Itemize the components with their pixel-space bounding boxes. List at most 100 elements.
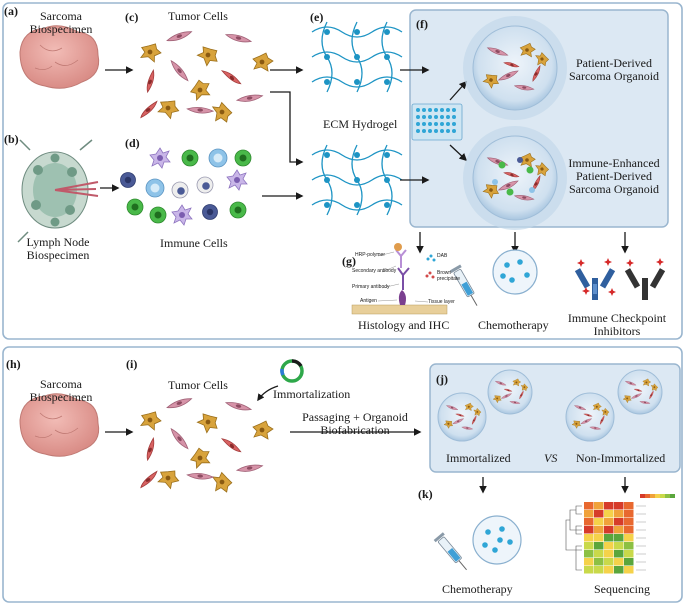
heatmap-cell <box>594 550 604 558</box>
label-b: (b) <box>4 132 19 146</box>
caption-icb-1: Immune Checkpoint <box>567 311 667 325</box>
caption-immortalized: Immortalized <box>446 451 511 465</box>
caption-a-2: Biospecimen <box>29 22 93 36</box>
ihc-primary: Primary antibody <box>352 284 390 290</box>
heatmap-cell <box>624 542 634 550</box>
heatmap-cell <box>594 510 604 518</box>
ihc-hrp: HRP-polymer <box>355 252 386 258</box>
heatmap-cell <box>624 518 634 526</box>
heatmap-cell <box>614 542 624 550</box>
heatmap-color-key <box>665 494 670 498</box>
caption-sequencing: Sequencing <box>594 582 650 596</box>
label-f: (f) <box>416 17 428 31</box>
caption-h-2: Biospecimen <box>29 390 93 404</box>
heatmap-cell <box>604 566 614 574</box>
label-c: (c) <box>125 10 139 24</box>
heatmap-cell <box>614 510 624 518</box>
well-plate-icon <box>411 103 463 141</box>
caption-b-1: Lymph Node <box>26 235 90 249</box>
organoid2-line3: Sarcoma Organoid <box>568 182 660 196</box>
ihc-diagram <box>351 243 448 315</box>
heatmap-cell <box>604 526 614 534</box>
ihc-dab: DAB <box>437 253 448 259</box>
heatmap-cell <box>624 526 634 534</box>
organoid1-line2: Sarcoma Organoid <box>568 69 660 83</box>
caption-h-1: Sarcoma <box>40 377 82 391</box>
heatmap-cell <box>594 542 604 550</box>
heatmap-cell <box>604 502 614 510</box>
top-arrows <box>100 66 629 254</box>
heatmap-cell <box>584 558 594 566</box>
label-g: (g) <box>342 254 356 268</box>
organoids-immortalized <box>437 369 533 442</box>
heatmap-color-key <box>640 494 645 498</box>
heatmap-cell <box>624 502 634 510</box>
heatmap-cell <box>584 502 594 510</box>
heatmap-cell <box>604 550 614 558</box>
heatmap-cell <box>594 566 604 574</box>
heatmap-cell <box>594 558 604 566</box>
heatmap-color-key <box>645 494 650 498</box>
caption-b-2: Biospecimen <box>26 248 90 262</box>
heatmap-color-key <box>655 494 660 498</box>
heatmap-cell <box>614 518 624 526</box>
label-i: (i) <box>126 357 138 371</box>
sequencing-heatmap <box>565 494 675 574</box>
ihc-secondary: Secondary antibody <box>352 268 397 274</box>
label-k: (k) <box>418 487 433 501</box>
heatmap-cell <box>604 558 614 566</box>
heatmap-dendrogram <box>565 505 582 571</box>
heatmap-cell <box>604 510 614 518</box>
immortalization-plasmid-icon <box>257 359 304 402</box>
chemo-syringe-icon-bottom <box>433 515 522 575</box>
heatmap-cell <box>584 542 594 550</box>
heatmap-cell <box>594 502 604 510</box>
ihc-brown-1: Brown <box>437 270 452 276</box>
caption-passaging-2: Biofabrication <box>320 423 390 437</box>
heatmap-cell <box>624 566 634 574</box>
heatmap-cell <box>604 534 614 542</box>
organoid-immune-enhanced <box>463 126 567 230</box>
caption-chemo-top: Chemotherapy <box>478 318 549 332</box>
heatmap-cell <box>614 566 624 574</box>
heatmap-cell <box>594 518 604 526</box>
heatmap-cell <box>614 550 624 558</box>
ihc-antigen: Antigen <box>360 298 377 304</box>
organoid2-line1: Immune-Enhanced <box>568 156 660 170</box>
caption-passaging-1: Passaging + Organoid <box>302 410 408 424</box>
heatmap-cell <box>614 502 624 510</box>
heatmap-cell <box>614 526 624 534</box>
caption-e: ECM Hydrogel <box>323 117 398 131</box>
bottom-arrows <box>105 428 629 494</box>
caption-i: Tumor Cells <box>168 378 228 392</box>
lymph-node-icon <box>17 139 99 243</box>
heatmap-color-key <box>660 494 665 498</box>
heatmap-cell <box>584 510 594 518</box>
sarcoma-tissue-icon-bottom <box>19 393 100 457</box>
heatmap-cell <box>604 518 614 526</box>
heatmap-cell <box>624 558 634 566</box>
heatmap-cell <box>584 526 594 534</box>
caption-immortalization: Immortalization <box>273 387 351 401</box>
heatmap-cell <box>594 534 604 542</box>
ihc-tissue: Tissue layer <box>428 299 455 305</box>
caption-vs: VS <box>544 451 558 465</box>
top-panel-frame <box>2 2 683 340</box>
heatmap-color-key <box>670 494 675 498</box>
caption-d: Immune Cells <box>160 236 228 250</box>
heatmap-cell <box>614 558 624 566</box>
caption-icb-2: Inhibitors <box>593 324 641 338</box>
tumor-cells-cluster-bottom <box>137 395 274 496</box>
caption-a-1: Sarcoma <box>40 9 82 23</box>
label-j: (j) <box>436 372 448 386</box>
label-d: (d) <box>125 136 140 150</box>
heatmap-cell <box>624 550 634 558</box>
caption-chemo-bottom: Chemotherapy <box>442 582 513 596</box>
organoid2-line2: Patient-Derived <box>576 169 652 183</box>
heatmap-cell <box>584 518 594 526</box>
heatmap-cell <box>624 510 634 518</box>
heatmap-cell <box>614 534 624 542</box>
caption-g: Histology and IHC <box>358 318 450 332</box>
immune-cells-cluster <box>120 147 252 226</box>
